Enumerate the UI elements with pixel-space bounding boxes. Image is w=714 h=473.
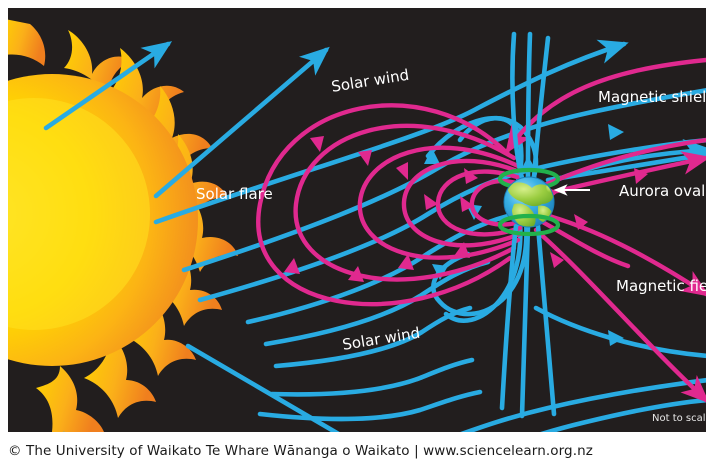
fld-ah-9 (454, 242, 470, 258)
cusp-out-1 (499, 223, 519, 411)
field-tail-2 (539, 211, 706, 297)
fld-ah-3 (396, 162, 408, 180)
aurora-oval-south (497, 213, 561, 237)
solar-wind-line-3 (197, 137, 706, 303)
solar-wind-line-4 (245, 213, 511, 325)
cusp-in-1 (510, 31, 525, 181)
fld-ah-7 (348, 266, 364, 282)
fld-ah-4 (358, 150, 372, 166)
field-loop-4 (357, 145, 521, 260)
polar-cusp-inflow (499, 31, 557, 419)
solar-wind-line-9 (460, 377, 706, 432)
fld-ah-6 (284, 258, 300, 274)
arrowhead-tail-lower (608, 330, 624, 346)
solar-wind-line-1 (153, 39, 629, 225)
solar-wind-line-7 (269, 357, 475, 397)
magnetic-shield-tail (505, 57, 706, 154)
fld-ah-2 (424, 194, 438, 210)
cusp-out-3 (535, 223, 557, 417)
cusp-in-3 (531, 35, 551, 181)
copyright-caption: © The University of Waikato Te Whare Wān… (8, 443, 593, 459)
fld-ah-12 (574, 214, 588, 230)
diagram-panel: Solar wind Solar wind Solar flare Magnet… (8, 8, 706, 432)
arrowhead-tail-upper (608, 124, 624, 140)
solar-wind-line-10 (540, 397, 706, 432)
sun-inner-glow (8, 98, 150, 330)
magnetosphere-illustration (8, 19, 706, 432)
solar-wind-arrow-2 (153, 46, 330, 199)
fld-ah-5 (310, 136, 324, 152)
fld-ah-10 (464, 168, 478, 184)
earth-edge (503, 176, 555, 228)
field-tail-3 (533, 227, 706, 404)
field-tail-0 (539, 137, 706, 189)
cusp-out-2 (519, 223, 531, 419)
fld-ah-11 (550, 252, 564, 268)
fld-ah-8 (398, 254, 414, 270)
arrowhead-flank-lower (432, 264, 448, 280)
cusp-in-2 (525, 31, 533, 181)
magnetopause-lower-cusp-2 (443, 219, 523, 323)
arrowhead-flank-upper (424, 148, 440, 164)
solar-wind-arrow-3 (185, 343, 340, 432)
sun (8, 19, 238, 432)
fld-ah-13 (634, 168, 648, 184)
fld-ah-1 (460, 196, 474, 212)
field-loop-5 (293, 123, 517, 282)
magnetic-field-lines (256, 57, 706, 404)
field-loop-2 (435, 169, 523, 237)
solar-wind-line-6 (273, 305, 473, 369)
solar-wind-arrow-1 (43, 41, 173, 131)
magnetic-shield-arc (256, 103, 513, 307)
